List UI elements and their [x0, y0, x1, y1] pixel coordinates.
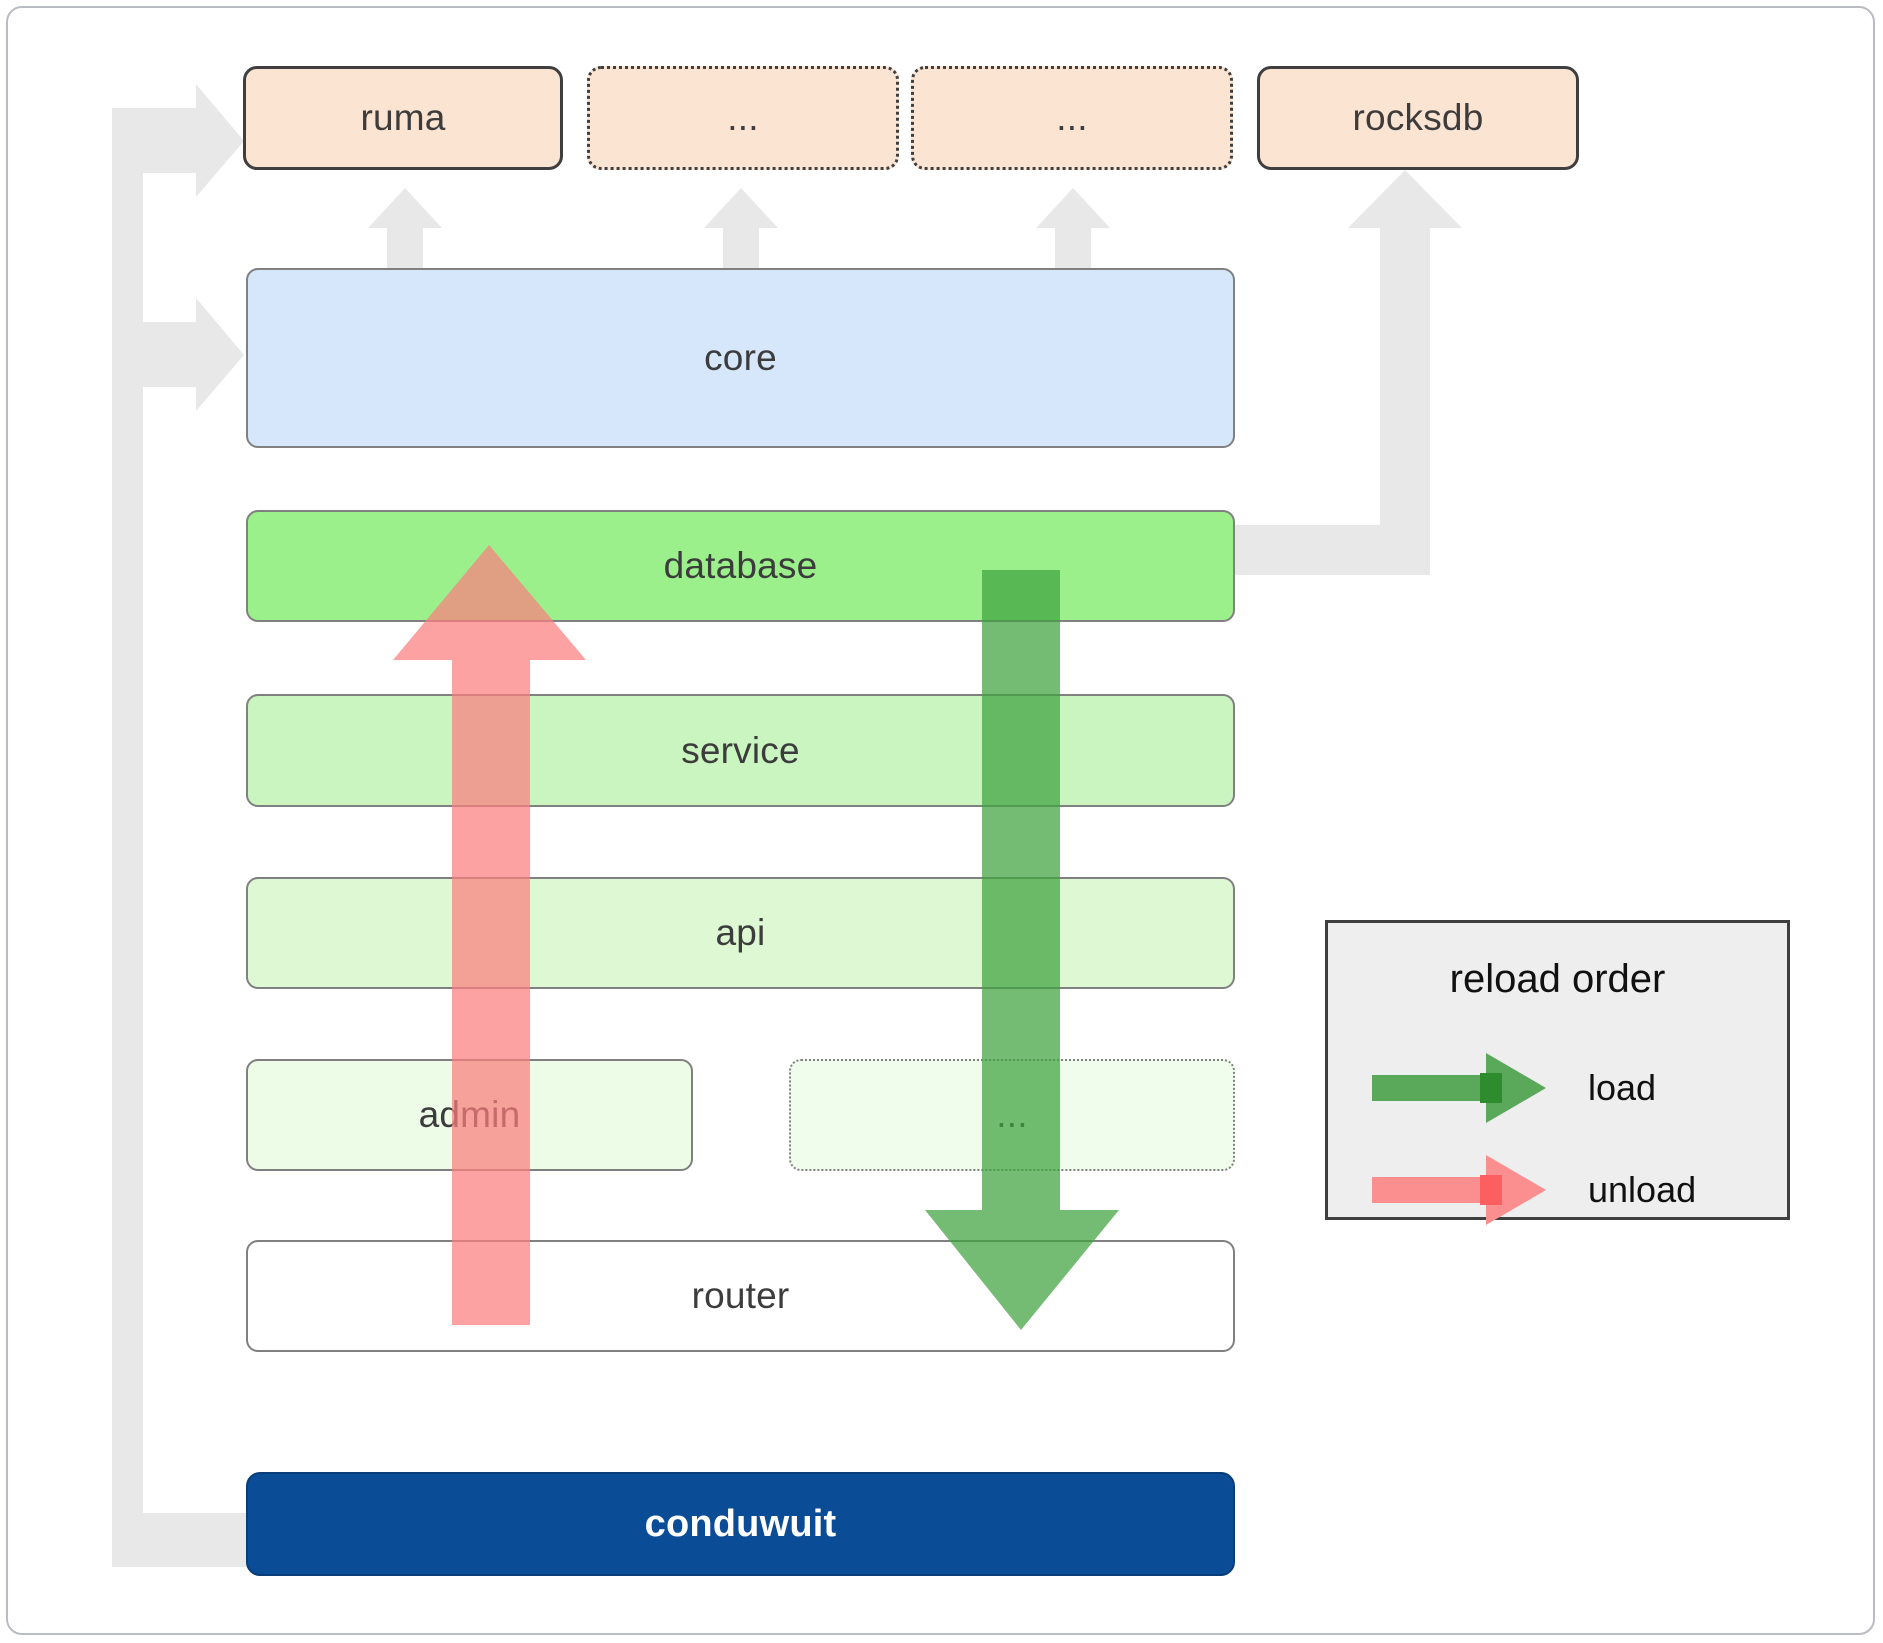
layer-box-api[interactable]: api	[246, 877, 1235, 989]
layer-box-service[interactable]: service	[246, 694, 1235, 807]
dependency-label: ...	[727, 97, 759, 138]
layer-label: database	[663, 545, 818, 586]
layer-label: admin	[418, 1094, 521, 1135]
layer-box-placeholder[interactable]: ...	[789, 1059, 1235, 1171]
dependency-label: rocksdb	[1352, 97, 1484, 138]
layer-label: router	[691, 1275, 790, 1316]
dependency-label: ruma	[360, 97, 446, 138]
layer-box-router[interactable]: router	[246, 1240, 1235, 1352]
dependency-box-rocksdb[interactable]: rocksdb	[1257, 66, 1579, 170]
legend-panel: reload order load unload	[1325, 920, 1790, 1225]
legend-label-load: load	[1588, 1067, 1657, 1108]
unload-arrow-icon	[1372, 1155, 1546, 1225]
layer-label: ...	[996, 1094, 1028, 1135]
dependency-box-ruma[interactable]: ruma	[243, 66, 563, 170]
legend-item-unload: unload	[1368, 1153, 1768, 1227]
layer-box-database[interactable]: database	[246, 510, 1235, 622]
dependency-label: ...	[1056, 97, 1088, 138]
load-arrow-icon	[1372, 1053, 1546, 1123]
dependency-box-placeholder-1[interactable]: ...	[587, 66, 899, 170]
layer-box-core[interactable]: core	[246, 268, 1235, 448]
legend-title: reload order	[1449, 957, 1666, 1001]
binary-label: conduwuit	[644, 1502, 837, 1545]
layer-label: service	[681, 729, 800, 771]
layer-box-admin[interactable]: admin	[246, 1059, 693, 1171]
legend-label-unload: unload	[1588, 1169, 1697, 1210]
binary-box-conduwuit[interactable]: conduwuit	[246, 1472, 1235, 1576]
legend-item-load: load	[1368, 1051, 1768, 1125]
dependency-box-placeholder-2[interactable]: ...	[911, 66, 1233, 170]
layer-label: api	[715, 912, 766, 953]
diagram-frame	[6, 6, 1875, 1635]
layer-label: core	[704, 337, 777, 378]
